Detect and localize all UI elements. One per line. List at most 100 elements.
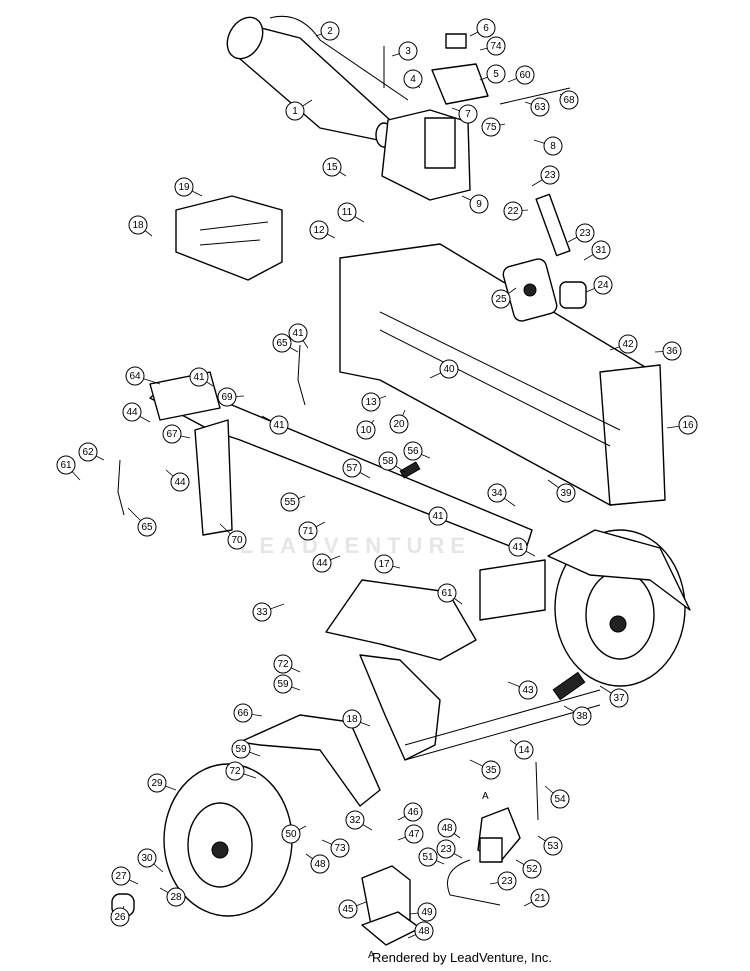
callout-circle — [227, 530, 247, 550]
callout-34: 34 — [487, 483, 516, 507]
callout-48: 48 — [437, 818, 461, 839]
control-valve — [431, 33, 571, 105]
callout-57: 57 — [342, 458, 371, 479]
callout-number: 48 — [314, 859, 326, 870]
callout-number: 39 — [560, 488, 572, 499]
callout-circle — [618, 334, 638, 354]
callout-number: 58 — [382, 456, 394, 467]
callout-circle — [481, 760, 501, 780]
callout-73: 73 — [321, 838, 350, 858]
callout-number: 44 — [174, 477, 186, 488]
callout-circle — [403, 69, 423, 89]
callout-32: 32 — [345, 810, 373, 831]
callout-circle — [414, 921, 434, 941]
callout-circle — [417, 902, 437, 922]
callout-41: 41 — [508, 537, 536, 557]
callout-circle — [609, 688, 629, 708]
hydraulic-cylinder — [226, 16, 393, 148]
callout-number: 46 — [407, 807, 419, 818]
callout-61: 61 — [56, 455, 81, 481]
callout-circle — [342, 458, 362, 478]
callout-circle — [330, 838, 350, 858]
callout-number: 74 — [490, 41, 502, 52]
callout-26: 26 — [110, 905, 130, 927]
callout-48: 48 — [407, 921, 434, 941]
callout-20: 20 — [389, 409, 409, 434]
callout-9: 9 — [461, 194, 489, 214]
safety-chain-top — [297, 344, 306, 406]
callout-23: 23 — [531, 165, 560, 187]
left-fender — [239, 714, 381, 807]
callout-number: 23 — [440, 844, 452, 855]
callout-18: 18 — [342, 709, 371, 729]
callout-64: 64 — [125, 366, 161, 386]
callout-circle — [128, 215, 148, 235]
callout-number: 11 — [342, 207, 353, 218]
callout-number: 49 — [421, 907, 433, 918]
callout-number: 7 — [465, 109, 471, 120]
callout-number: 19 — [178, 182, 190, 193]
callout-2: 2 — [315, 21, 340, 41]
callout-circle — [231, 739, 251, 759]
callout-number: 2 — [327, 26, 333, 37]
callout-number: 51 — [422, 852, 434, 863]
callout-circle — [337, 202, 357, 222]
callout-number: 61 — [441, 588, 453, 599]
callout-number: 13 — [365, 397, 377, 408]
hydraulic-hose-top — [269, 15, 409, 101]
callout-31: 31 — [583, 240, 611, 261]
beam-assembly — [339, 243, 666, 506]
callout-circle — [515, 65, 535, 85]
callout-number: 44 — [126, 407, 138, 418]
callout-circle — [252, 602, 272, 622]
callout-23: 23 — [436, 839, 463, 859]
watermark: LEADVENTURE — [240, 533, 471, 558]
callout-number: 30 — [141, 853, 153, 864]
callout-number: 70 — [231, 535, 243, 546]
hydraulic-filter — [502, 258, 558, 322]
callout-number: 75 — [485, 122, 497, 133]
callout-number: 26 — [114, 912, 126, 923]
callout-circle — [298, 521, 318, 541]
callout-25: 25 — [491, 287, 517, 309]
callout-number: 57 — [346, 463, 358, 474]
letter-a-bottom: A — [368, 950, 375, 961]
callout-number: 53 — [547, 841, 559, 852]
callout-circle — [285, 101, 305, 121]
callout-47: 47 — [397, 824, 424, 844]
callout-number: 45 — [342, 904, 354, 915]
callout-circle — [503, 201, 523, 221]
callout-63: 63 — [524, 97, 550, 117]
callout-number: 43 — [522, 685, 534, 696]
callout-circle — [137, 517, 157, 537]
callout-number: 64 — [129, 371, 141, 382]
callout-number: 67 — [166, 429, 178, 440]
callout-16: 16 — [666, 415, 698, 435]
callout-7: 7 — [451, 104, 478, 124]
callout-number: 18 — [346, 714, 358, 725]
callout-59: 59 — [273, 674, 301, 694]
callout-1: 1 — [285, 99, 313, 121]
callout-circle — [522, 859, 542, 879]
callout-44: 44 — [165, 469, 190, 492]
callout-5: 5 — [479, 64, 506, 84]
callout-number: 66 — [237, 708, 249, 719]
callout-circle — [575, 223, 595, 243]
callout-number: 31 — [595, 245, 607, 256]
callout-circle — [233, 703, 253, 723]
callout-33: 33 — [252, 602, 285, 622]
callout-55: 55 — [280, 492, 306, 512]
callout-circle — [110, 907, 130, 927]
callout-19: 19 — [174, 177, 203, 197]
callout-number: 48 — [418, 926, 430, 937]
callout-number: 41 — [273, 420, 285, 431]
callout-41: 41 — [421, 506, 448, 526]
callout-74: 74 — [479, 36, 506, 56]
credit-text: Rendered by LeadVenture, Inc. — [372, 950, 552, 965]
callout-circle — [530, 97, 550, 117]
callout-circle — [439, 359, 459, 379]
callout-circle — [398, 41, 418, 61]
callout-number: 41 — [512, 542, 524, 553]
